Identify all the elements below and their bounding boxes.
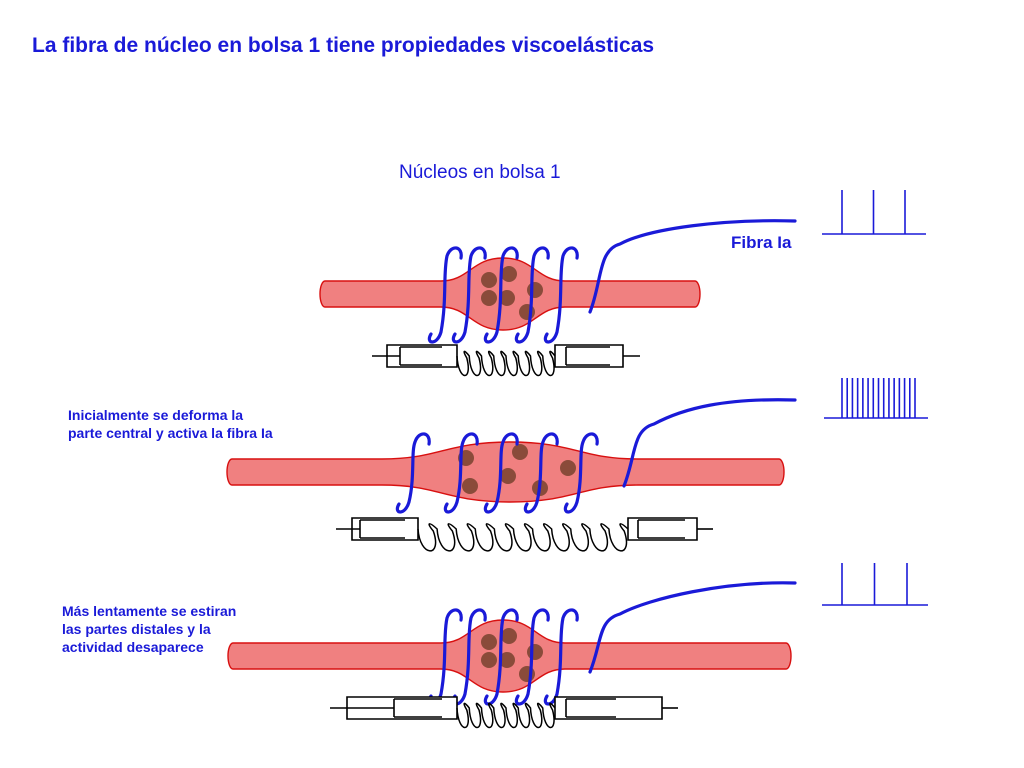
annulospiral-loop	[514, 608, 550, 706]
elastic-spring	[417, 523, 629, 552]
nucleus	[512, 444, 528, 460]
dashpot-cylinder	[554, 344, 624, 368]
dashpot	[554, 344, 640, 368]
stage-1	[319, 190, 926, 377]
stage3-note: Más lentamente se estiran las partes dis…	[62, 602, 236, 656]
annulospiral-loop	[483, 432, 519, 514]
dashpot-cylinder	[627, 517, 698, 541]
dashpot-cylinder	[386, 344, 458, 368]
diagram-title: Núcleos en bolsa 1	[399, 162, 561, 183]
nucleus	[500, 468, 516, 484]
nucleus	[481, 272, 497, 288]
stage-3	[227, 563, 928, 729]
elastic-spring	[456, 350, 556, 377]
stage2-note: Inicialmente se deforma la parte central…	[68, 406, 273, 442]
fiber-ia-label: Fibra Ia	[731, 233, 792, 252]
page-title: La fibra de núcleo en bolsa 1 tiene prop…	[32, 34, 655, 57]
annulospiral-loop	[563, 432, 599, 514]
annulospiral-loop	[427, 246, 463, 344]
nucleus	[481, 652, 497, 668]
annulospiral-loop	[395, 432, 431, 514]
nucleus	[519, 304, 535, 320]
stage3-note-line-1: Más lentamente se estiran	[62, 603, 237, 619]
stage2-note-line-1: Inicialmente se deforma la	[68, 407, 244, 423]
annulospiral-loop	[523, 432, 559, 514]
nucleus	[501, 266, 517, 282]
stage3-note-line-3: actividad desaparece	[62, 639, 204, 655]
nucleus	[462, 478, 478, 494]
dashpot-cylinder	[346, 696, 458, 720]
stage2-note-line-2: parte central y activa la fibra Ia	[68, 425, 273, 441]
nucleus	[527, 282, 543, 298]
annulospiral-loop	[543, 608, 579, 706]
dashpot	[554, 696, 678, 720]
dashpot-cylinder	[554, 696, 663, 720]
annulospiral-loop	[483, 246, 519, 344]
stage-2	[226, 378, 928, 552]
nucleus	[499, 652, 515, 668]
dashpot-cylinder	[351, 517, 419, 541]
annulospiral-loop	[451, 246, 487, 344]
nucleus	[481, 634, 497, 650]
nucleus	[560, 460, 576, 476]
nucleus	[499, 290, 515, 306]
nucleus	[501, 628, 517, 644]
afferent-ia-fiber	[588, 219, 797, 314]
spike-train	[824, 378, 928, 419]
annulospiral-loop	[443, 432, 479, 514]
spike-train	[822, 190, 926, 235]
dashpot	[627, 517, 713, 541]
nucleus	[527, 644, 543, 660]
afferent-ia-fiber	[588, 581, 797, 674]
annulospiral-loop	[514, 246, 550, 344]
elastic-spring	[456, 702, 556, 729]
nucleus	[481, 290, 497, 306]
nucleus	[519, 666, 535, 682]
dashpot	[336, 517, 419, 541]
afferent-ia-fiber	[622, 398, 797, 488]
stage3-note-line-2: las partes distales y la	[62, 621, 211, 637]
dashpot	[372, 344, 458, 368]
annulospiral-loop	[543, 246, 579, 344]
spike-train	[822, 563, 928, 606]
dashpot	[330, 696, 458, 720]
